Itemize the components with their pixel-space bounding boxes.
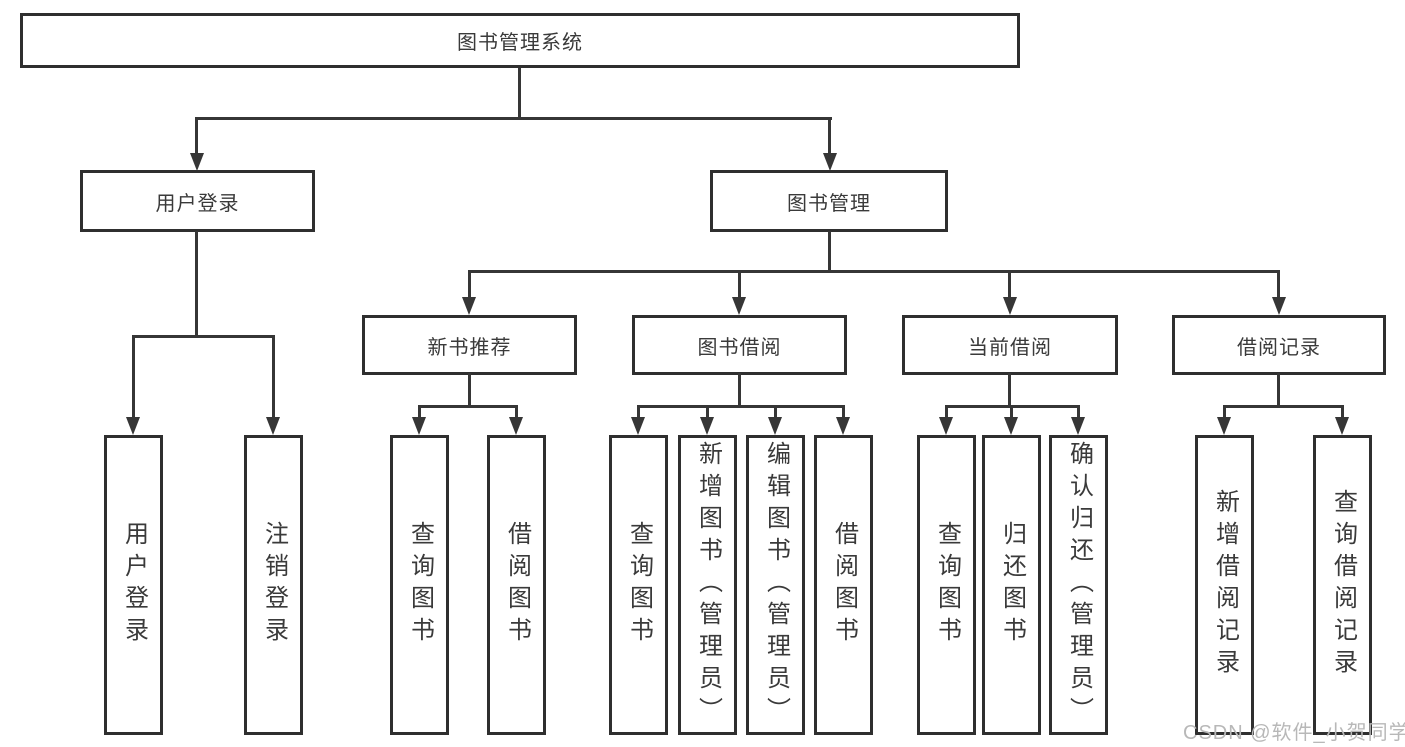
arrow-down-icon [266, 417, 280, 435]
connector-drop [637, 405, 640, 418]
arrow-down-icon [462, 297, 476, 315]
connector-user-login-stub [195, 231, 198, 337]
arrow-down-icon [939, 417, 953, 435]
leaf-borrow-books-borrowing: 借阅图书 [814, 435, 873, 735]
arrow-down-icon [732, 297, 746, 315]
arrow-down-icon [700, 417, 714, 435]
connector-drop [1341, 405, 1344, 418]
leaf-label: 归还图书 [998, 521, 1026, 649]
connector-hline [637, 405, 845, 408]
connector-drop [706, 405, 709, 418]
leaf-label: 借阅图书 [830, 521, 858, 649]
leaf-label: 编辑图书（管理员） [762, 441, 790, 729]
connector-drop [1223, 405, 1226, 418]
leaf-borrow-books-recommend: 借阅图书 [487, 435, 546, 735]
arrow-down-icon [1004, 417, 1018, 435]
arrow-down-icon [836, 417, 850, 435]
connector-drop [272, 335, 275, 417]
leaf-query-borrow-record: 查询借阅记录 [1313, 435, 1372, 735]
connector-hline [418, 405, 518, 408]
connector-drop [1277, 270, 1280, 298]
connector-stub [1277, 373, 1280, 407]
leaf-edit-books-admin: 编辑图书（管理员） [746, 435, 805, 735]
leaf-label: 注销登录 [260, 521, 288, 649]
arrow-down-icon [768, 417, 782, 435]
leaf-query-books-current: 查询图书 [917, 435, 976, 735]
connector-hline [1223, 405, 1344, 408]
arrow-down-icon [190, 153, 204, 171]
connector-drop [468, 270, 471, 298]
leaf-label: 借阅图书 [503, 521, 531, 649]
arrow-down-icon [1272, 297, 1286, 315]
leaf-query-books-recommend: 查询图书 [390, 435, 449, 735]
leaf-add-borrow-record: 新增借阅记录 [1195, 435, 1254, 735]
connector-drop [774, 405, 777, 418]
connector-book-mgmt-hline [468, 270, 1280, 273]
leaf-query-books-borrowing: 查询图书 [609, 435, 668, 735]
csdn-watermark: CSDN @软件_小贺同学 [1183, 722, 1405, 744]
leaf-label: 用户登录 [120, 521, 148, 649]
leaf-label: 查询图书 [406, 521, 434, 649]
connector-drop [738, 270, 741, 298]
connector-stub [1008, 373, 1011, 407]
connector-drop [132, 335, 135, 417]
leaf-label: 查询图书 [625, 521, 653, 649]
leaf-label: 查询借阅记录 [1329, 489, 1357, 681]
arrow-down-icon [126, 417, 140, 435]
connector-drop-user-login [195, 117, 198, 154]
node-current-borrowing: 当前借阅 [902, 315, 1118, 375]
arrow-down-icon [1003, 297, 1017, 315]
connector-stub [738, 373, 741, 407]
connector-root-stub [518, 68, 521, 119]
arrow-down-icon [1217, 417, 1231, 435]
node-new-book-recommend: 新书推荐 [362, 315, 577, 375]
arrow-down-icon [412, 417, 426, 435]
leaf-label: 查询图书 [933, 521, 961, 649]
connector-drop [1008, 270, 1011, 298]
node-book-management-system: 图书管理系统 [20, 13, 1020, 68]
leaf-confirm-return-admin: 确认归还（管理员） [1049, 435, 1108, 735]
connector-drop [418, 405, 421, 418]
leaf-logout: 注销登录 [244, 435, 303, 735]
leaf-label: 确认归还（管理员） [1065, 441, 1093, 729]
connector-stub [468, 373, 471, 407]
connector-drop [1010, 405, 1013, 418]
leaf-add-books-admin: 新增图书（管理员） [678, 435, 737, 735]
leaf-user-login: 用户登录 [104, 435, 163, 735]
leaf-return-books: 归还图书 [982, 435, 1041, 735]
connector-drop [515, 405, 518, 418]
arrow-down-icon [823, 153, 837, 171]
node-user-login: 用户登录 [80, 170, 315, 232]
node-borrowing-records: 借阅记录 [1172, 315, 1386, 375]
arrow-down-icon [1071, 417, 1085, 435]
leaf-label: 新增借阅记录 [1211, 489, 1239, 681]
connector-drop [1077, 405, 1080, 418]
connector-drop [945, 405, 948, 418]
connector-l1-hline [196, 117, 832, 120]
connector-drop-book-mgmt [828, 117, 831, 154]
connector-user-login-hline [132, 335, 275, 338]
arrow-down-icon [631, 417, 645, 435]
node-book-borrowing: 图书借阅 [632, 315, 847, 375]
arrow-down-icon [1335, 417, 1349, 435]
connector-book-mgmt-stub [828, 231, 831, 272]
leaf-label: 新增图书（管理员） [694, 441, 722, 729]
arrow-down-icon [509, 417, 523, 435]
connector-drop [842, 405, 845, 418]
node-book-management: 图书管理 [710, 170, 948, 232]
